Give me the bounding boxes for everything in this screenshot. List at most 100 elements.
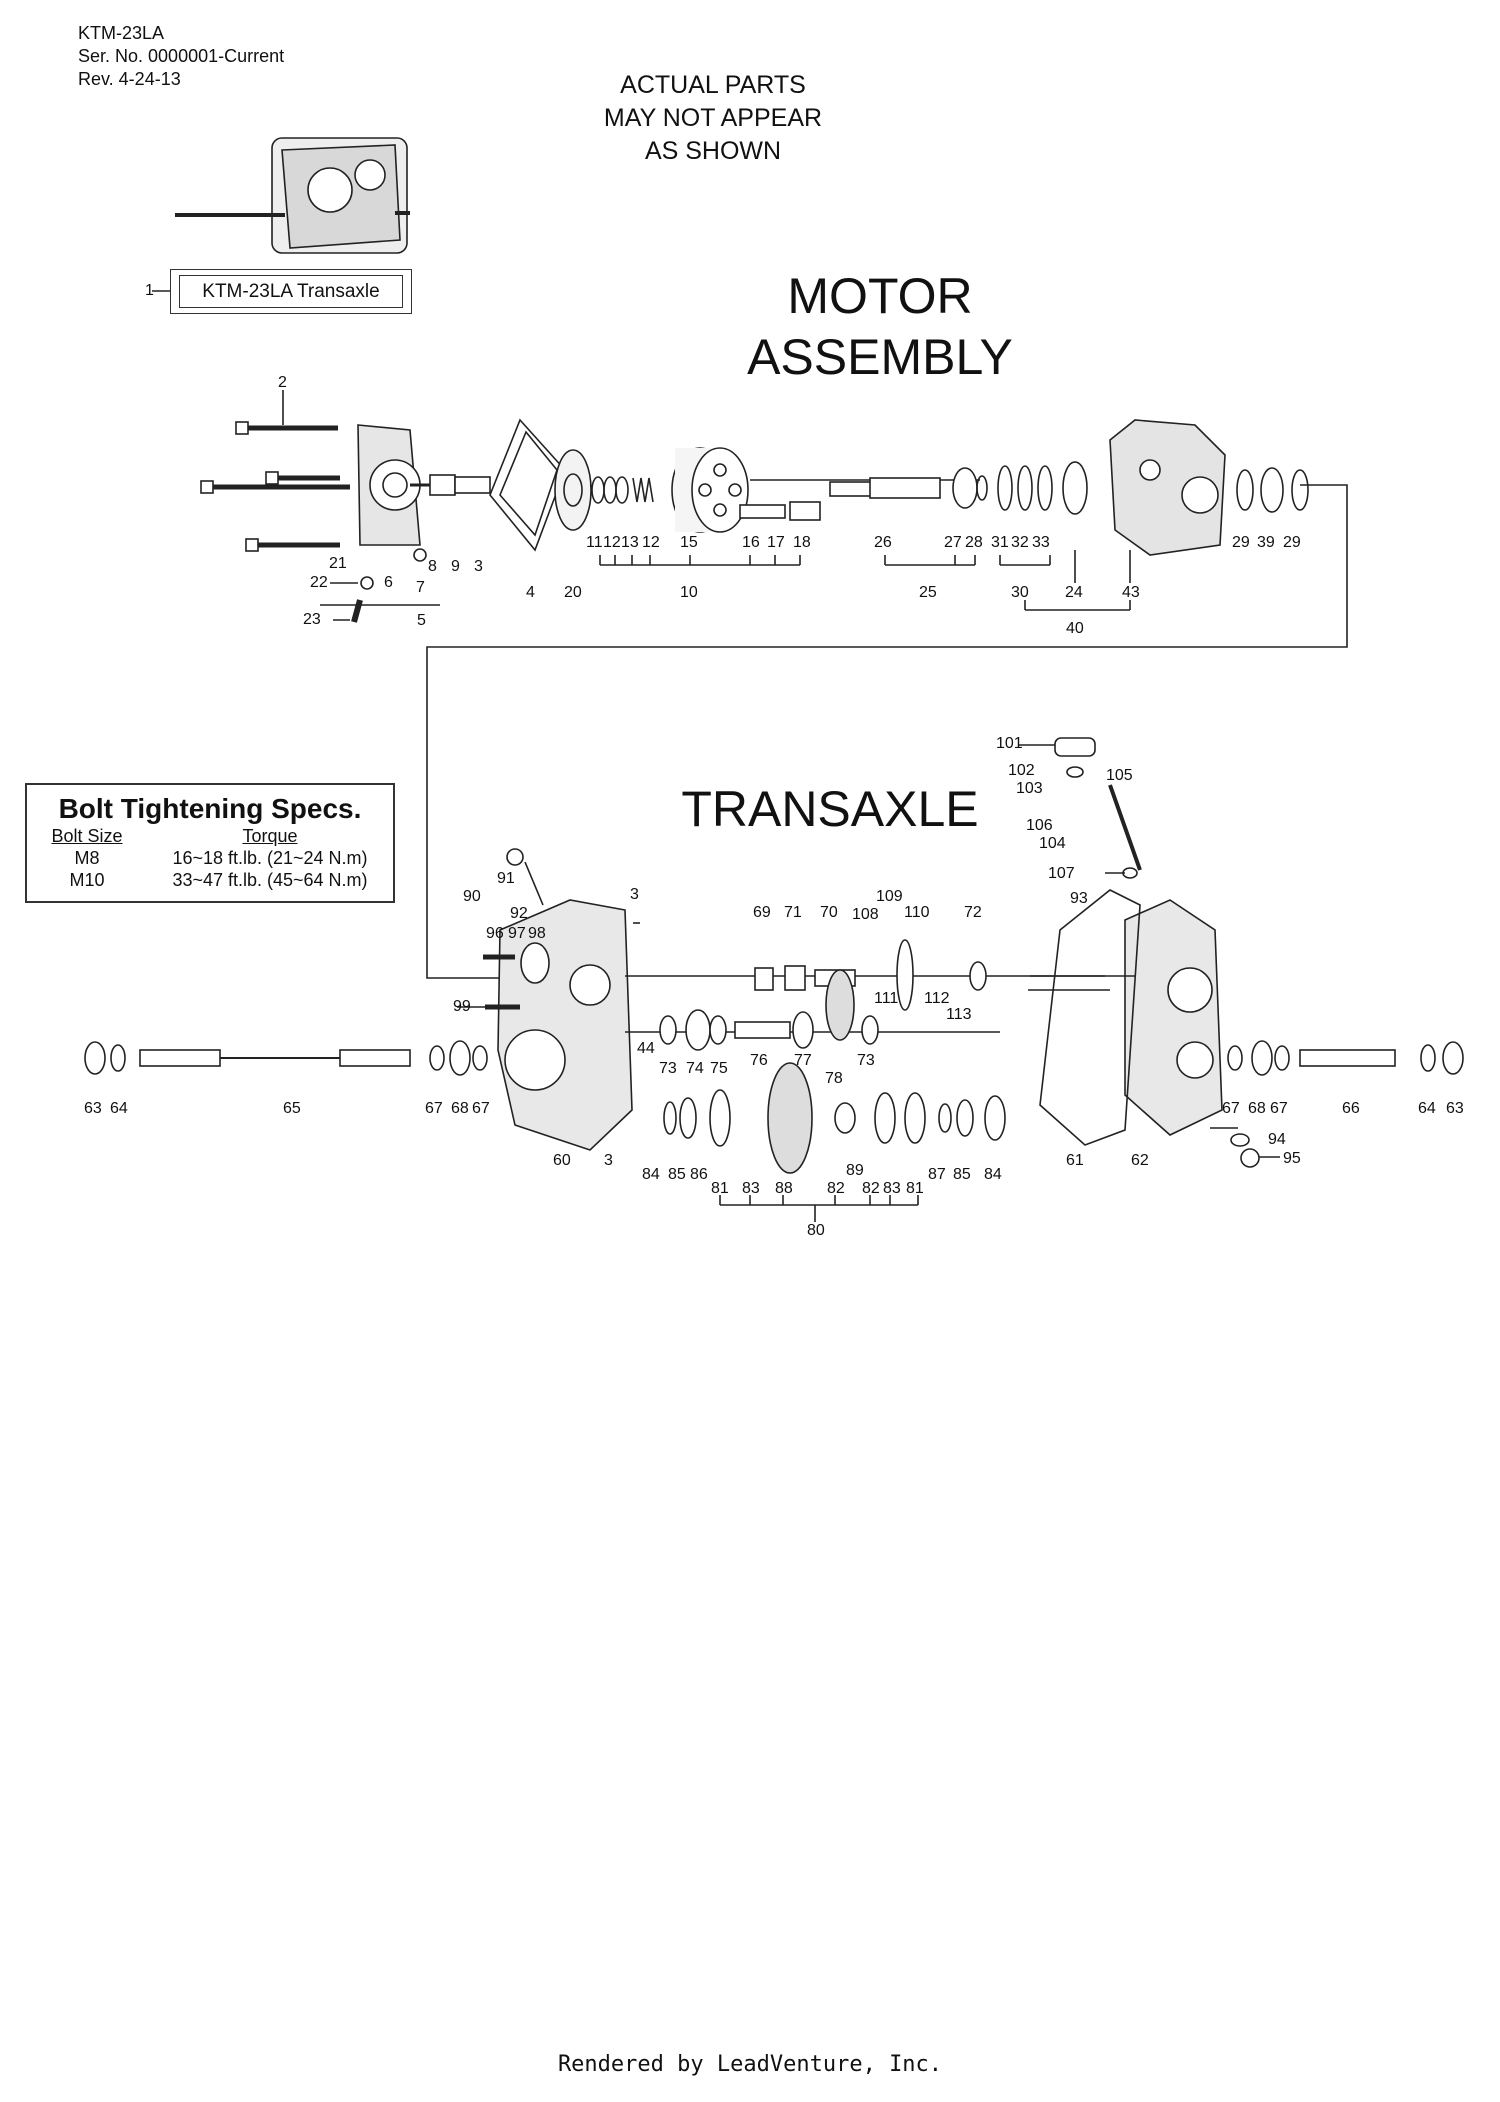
callout-label[interactable]: 40 bbox=[1066, 620, 1084, 637]
callout-label[interactable]: 4 bbox=[526, 584, 535, 601]
callout-label[interactable]: 29 bbox=[1283, 534, 1301, 551]
callout-label[interactable]: 32 bbox=[1011, 534, 1029, 551]
callout-label[interactable]: 9 bbox=[451, 558, 460, 575]
callout-label[interactable]: 91 bbox=[497, 870, 515, 887]
callout-label[interactable]: 78 bbox=[825, 1070, 843, 1087]
callout-label[interactable]: 80 bbox=[807, 1222, 825, 1239]
callout-label[interactable]: 26 bbox=[874, 534, 892, 551]
callout-label[interactable]: 77 bbox=[794, 1052, 812, 1069]
callout-label[interactable]: 107 bbox=[1048, 865, 1075, 882]
callout-label[interactable]: 99 bbox=[453, 998, 471, 1015]
callout-label[interactable]: 10 bbox=[680, 584, 698, 601]
callout-label[interactable]: 85 bbox=[668, 1166, 686, 1183]
callout-label[interactable]: 96 bbox=[486, 925, 504, 942]
callout-label[interactable]: 109 bbox=[876, 888, 903, 905]
callout-label[interactable]: 90 bbox=[463, 888, 481, 905]
callout-label[interactable]: 5 bbox=[417, 612, 426, 629]
callout-label[interactable]: 33 bbox=[1032, 534, 1050, 551]
callout-label[interactable]: 101 bbox=[996, 735, 1023, 752]
callout-label[interactable]: 3 bbox=[630, 886, 639, 903]
callout-label[interactable]: 72 bbox=[964, 904, 982, 921]
callout-label[interactable]: 71 bbox=[784, 904, 802, 921]
callout-label[interactable]: 67 bbox=[472, 1100, 490, 1117]
callout-label[interactable]: 74 bbox=[686, 1060, 704, 1077]
callout-label[interactable]: 104 bbox=[1039, 835, 1066, 852]
callout-label[interactable]: 73 bbox=[857, 1052, 875, 1069]
callout-label[interactable]: 28 bbox=[965, 534, 983, 551]
callout-label[interactable]: 92 bbox=[510, 905, 528, 922]
callout-label[interactable]: 25 bbox=[919, 584, 937, 601]
callout-label[interactable]: 63 bbox=[1446, 1100, 1464, 1117]
callout-label[interactable]: 65 bbox=[283, 1100, 301, 1117]
callout-label[interactable]: 86 bbox=[690, 1166, 708, 1183]
callout-label[interactable]: 18 bbox=[793, 534, 811, 551]
callout-label[interactable]: 3 bbox=[604, 1152, 613, 1169]
callout-label[interactable]: 60 bbox=[553, 1152, 571, 1169]
callout-1-number[interactable]: 1 bbox=[145, 282, 154, 299]
callout-label[interactable]: 97 bbox=[508, 925, 526, 942]
callout-label[interactable]: 64 bbox=[110, 1100, 128, 1117]
model-label[interactable]: KTM-23LA Transaxle bbox=[179, 275, 403, 308]
callout-label[interactable]: 112 bbox=[924, 990, 950, 1007]
callout-label[interactable]: 16 bbox=[742, 534, 760, 551]
callout-label[interactable]: 70 bbox=[820, 904, 838, 921]
callout-label[interactable]: 105 bbox=[1106, 767, 1133, 784]
callout-label[interactable]: 22 bbox=[310, 574, 328, 591]
callout-label[interactable]: 83 bbox=[883, 1180, 901, 1197]
callout-label[interactable]: 67 bbox=[1270, 1100, 1288, 1117]
callout-label[interactable]: 15 bbox=[680, 534, 698, 551]
callout-label[interactable]: 87 bbox=[928, 1166, 946, 1183]
callout-label[interactable]: 83 bbox=[742, 1180, 760, 1197]
callout-label[interactable]: 68 bbox=[1248, 1100, 1266, 1117]
callout-label[interactable]: 67 bbox=[1222, 1100, 1240, 1117]
callout-label[interactable]: 68 bbox=[451, 1100, 469, 1117]
callout-label[interactable]: 103 bbox=[1016, 780, 1043, 797]
callout-label[interactable]: 110 bbox=[904, 904, 930, 921]
callout-label[interactable]: 31 bbox=[991, 534, 1009, 551]
callout-label[interactable]: 24 bbox=[1065, 584, 1083, 601]
callout-label[interactable]: 106 bbox=[1026, 817, 1053, 834]
callout-label[interactable]: 27 bbox=[944, 534, 962, 551]
callout-label[interactable]: 113 bbox=[946, 1006, 972, 1023]
callout-label[interactable]: 7 bbox=[416, 579, 425, 596]
callout-label[interactable]: 20 bbox=[564, 584, 582, 601]
callout-label[interactable]: 73 bbox=[659, 1060, 677, 1077]
callout-label[interactable]: 84 bbox=[984, 1166, 1002, 1183]
callout-label[interactable]: 12 bbox=[642, 534, 660, 551]
callout-label[interactable]: 98 bbox=[528, 925, 546, 942]
callout-label[interactable]: 11 bbox=[586, 534, 603, 551]
callout-label[interactable]: 102 bbox=[1008, 762, 1035, 779]
callout-label[interactable]: 94 bbox=[1268, 1131, 1286, 1148]
callout-label[interactable]: 69 bbox=[753, 904, 771, 921]
callout-label[interactable]: 95 bbox=[1283, 1150, 1301, 1167]
callout-label[interactable]: 23 bbox=[303, 611, 321, 628]
callout-label[interactable]: 8 bbox=[428, 558, 437, 575]
callout-label[interactable]: 75 bbox=[710, 1060, 728, 1077]
callout-label[interactable]: 43 bbox=[1122, 584, 1140, 601]
callout-label[interactable]: 76 bbox=[750, 1052, 768, 1069]
callout-label[interactable]: 81 bbox=[906, 1180, 924, 1197]
callout-label[interactable]: 108 bbox=[852, 906, 879, 923]
callout-label[interactable]: 64 bbox=[1418, 1100, 1436, 1117]
callout-label[interactable]: 82 bbox=[827, 1180, 845, 1197]
callout-label[interactable]: 61 bbox=[1066, 1152, 1084, 1169]
callout-label[interactable]: 85 bbox=[953, 1166, 971, 1183]
callout-label[interactable]: 111 bbox=[874, 990, 899, 1007]
callout-label[interactable]: 66 bbox=[1342, 1100, 1360, 1117]
callout-label[interactable]: 89 bbox=[846, 1162, 864, 1179]
callout-label[interactable]: 81 bbox=[711, 1180, 729, 1197]
callout-label[interactable]: 21 bbox=[329, 555, 347, 572]
callout-label[interactable]: 30 bbox=[1011, 584, 1029, 601]
callout-label[interactable]: 12 bbox=[603, 534, 621, 551]
callout-label[interactable]: 84 bbox=[642, 1166, 660, 1183]
callout-label[interactable]: 44 bbox=[637, 1040, 655, 1057]
callout-label[interactable]: 6 bbox=[384, 574, 393, 591]
callout-label[interactable]: 2 bbox=[278, 374, 287, 391]
callout-label[interactable]: 17 bbox=[767, 534, 785, 551]
callout-label[interactable]: 67 bbox=[425, 1100, 443, 1117]
callout-label[interactable]: 82 bbox=[862, 1180, 880, 1197]
callout-label[interactable]: 3 bbox=[474, 558, 483, 575]
callout-label[interactable]: 88 bbox=[775, 1180, 793, 1197]
callout-label[interactable]: 13 bbox=[621, 534, 639, 551]
callout-label[interactable]: 29 bbox=[1232, 534, 1250, 551]
